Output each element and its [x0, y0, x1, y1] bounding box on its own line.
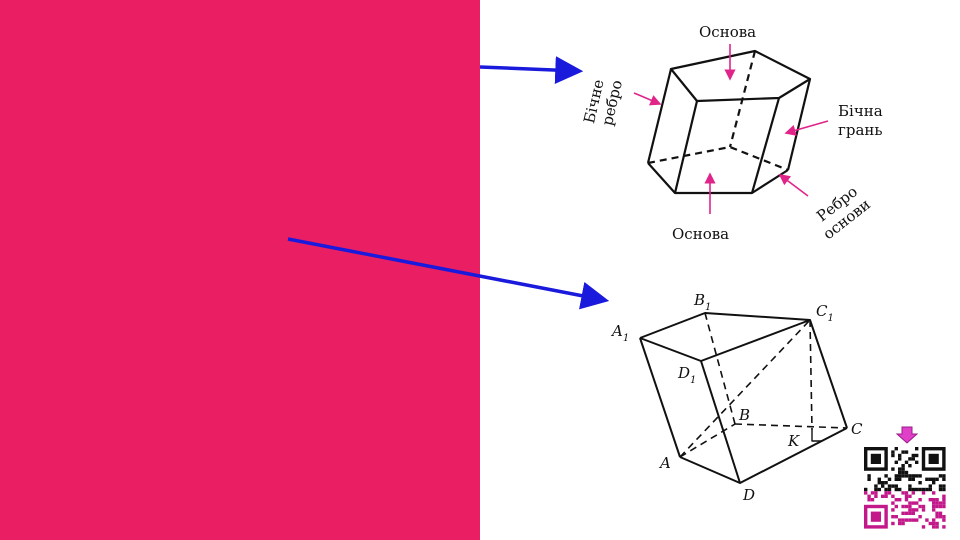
para-visible-top	[639, 312, 811, 362]
pentagonal-prism	[646, 49, 812, 195]
para-edge-d1d	[700, 360, 741, 484]
prism-lateral-edge	[786, 78, 812, 171]
prism-bottom-base-visible	[647, 162, 789, 195]
vertex-label-c1: C1	[816, 302, 834, 324]
label-top-base: Основа	[699, 23, 756, 41]
pointer-arrow-to-parallelepiped	[287, 237, 610, 310]
vertex-label-c: C	[851, 420, 863, 438]
label-bottom-base: Основа	[672, 225, 729, 243]
right-angle-marker	[811, 430, 822, 442]
prism-hidden-edge	[728, 50, 757, 148]
vertex-label-d: D	[742, 486, 755, 504]
vertex-label-k: K	[787, 432, 800, 450]
para-hidden-edge-bc	[734, 423, 848, 429]
callout-arrow-base-edge	[778, 174, 809, 197]
para-edge-c1c	[809, 319, 848, 429]
prism-lateral-edge	[646, 68, 673, 164]
para-height-c1k	[809, 319, 813, 431]
para-hidden-edge-ab	[679, 423, 736, 458]
prism-callouts	[633, 44, 829, 214]
qr-code-icon[interactable]	[862, 445, 948, 531]
left-color-panel	[0, 0, 480, 540]
download-arrow-icon[interactable]	[895, 426, 919, 444]
parallelepiped	[639, 312, 848, 484]
callout-arrow-lateral-face	[784, 120, 829, 136]
vertex-label-a: A	[658, 454, 671, 472]
prism-bottom-base-hidden	[647, 145, 789, 172]
vertex-label-b1: B1	[693, 291, 711, 313]
prism-lateral-edge	[673, 100, 699, 194]
prism-top-base	[669, 49, 812, 103]
para-hidden-edge-b1b	[704, 312, 736, 425]
label-lateral-face-line1: Бічна	[838, 102, 883, 120]
vertex-label-d1: D1	[677, 364, 696, 386]
vertex-label-b: B	[738, 406, 750, 424]
label-lateral-face-line2: грань	[838, 121, 883, 139]
callout-arrow-lateral-edge	[633, 92, 662, 106]
para-edge-a1a	[639, 337, 681, 458]
vertex-label-a1: A1	[610, 322, 629, 344]
pointer-arrow-to-prism	[479, 56, 584, 85]
para-diagonal-ac1	[679, 319, 811, 458]
para-visible-bottom	[679, 427, 848, 484]
prism-lateral-edge	[750, 97, 781, 194]
